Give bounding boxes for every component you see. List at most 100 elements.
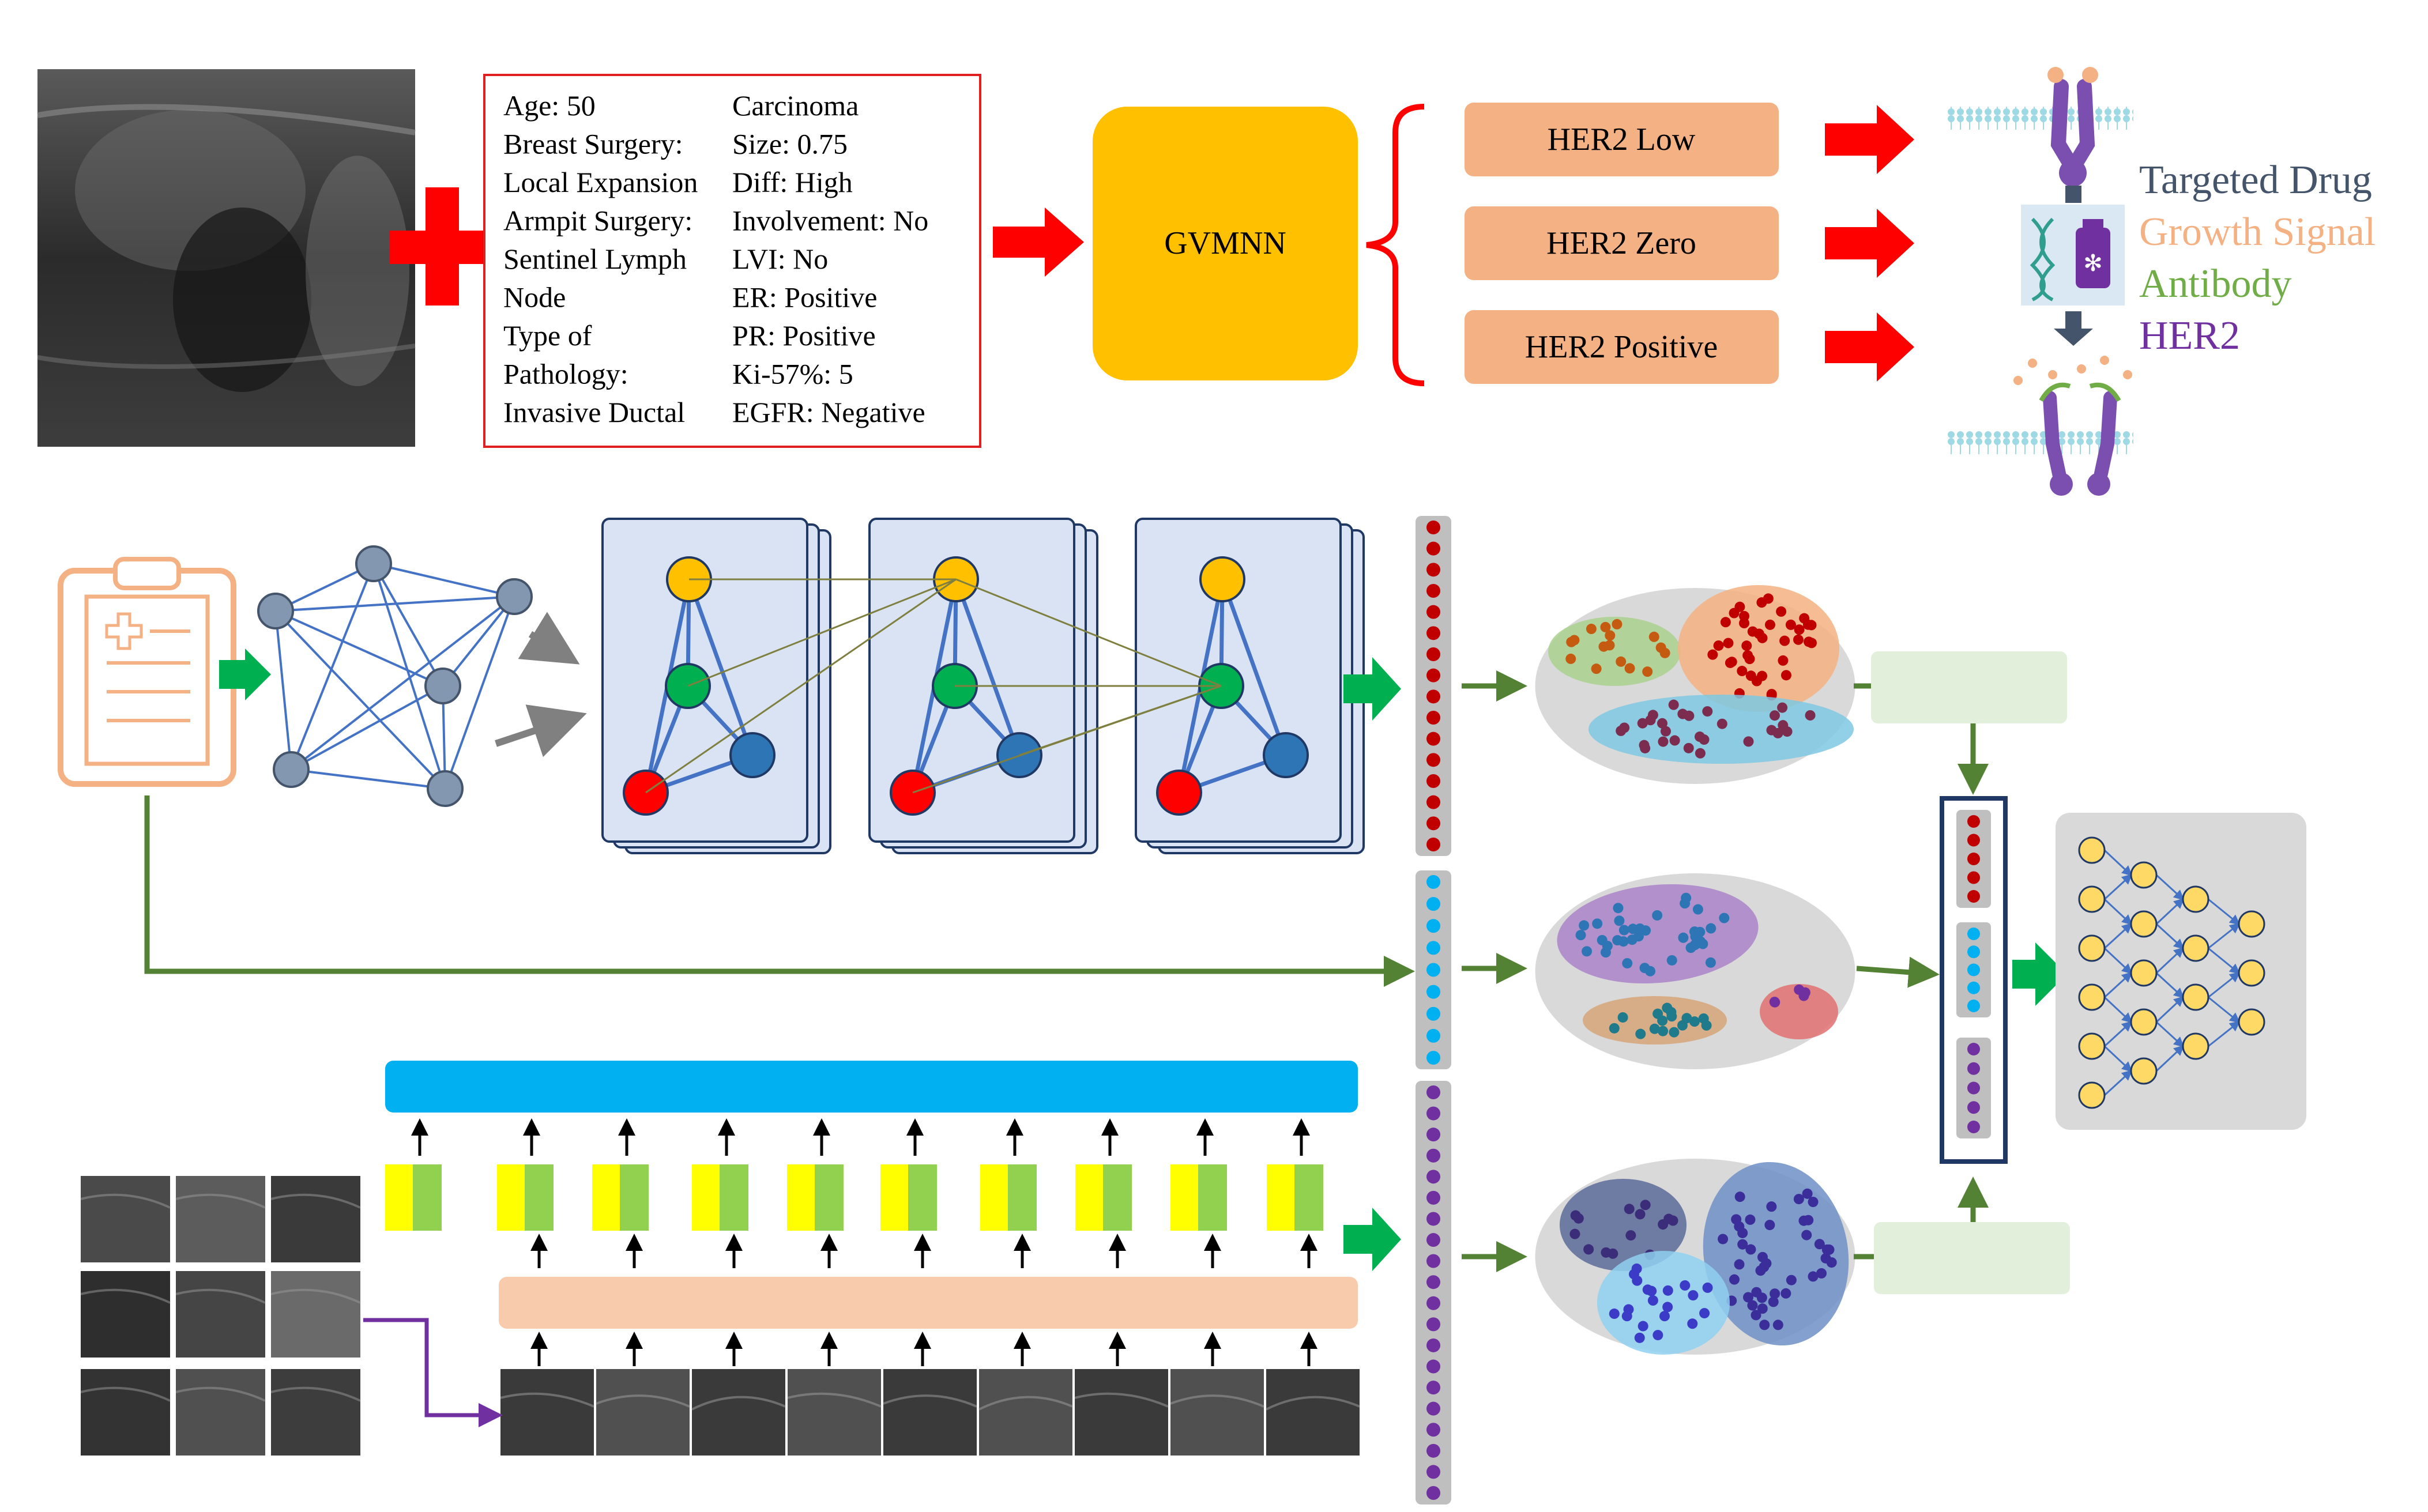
cluster-point [1725, 657, 1736, 668]
cluster-point [1658, 1025, 1669, 1036]
cluster-point [1794, 624, 1805, 635]
cluster-point [1751, 676, 1762, 687]
cluster-point [1601, 1247, 1612, 1258]
token-green [413, 1164, 442, 1231]
green-arrow-tokens [1343, 1208, 1401, 1271]
cluster-point [1745, 1244, 1756, 1255]
clinical-value: Carcinoma [732, 89, 859, 122]
cluster-point [1751, 1310, 1761, 1321]
mlp-neuron [2130, 959, 2158, 987]
vector-dot [1426, 1051, 1440, 1065]
vector-dot [1426, 1128, 1440, 1142]
fused-dot [1967, 1062, 1980, 1075]
her2-receptor-top-icon [2047, 67, 2098, 187]
vector-dot [1426, 774, 1440, 788]
strip-patch [1266, 1369, 1360, 1456]
vector-dot [1426, 1317, 1440, 1332]
mlp-neuron [2182, 983, 2209, 1011]
cluster-point [1716, 718, 1727, 729]
legend-item: HER2 [2139, 314, 2240, 358]
mlp-neuron [2238, 1008, 2265, 1036]
cluster-point [1624, 1204, 1635, 1215]
token-pair [385, 1118, 442, 1231]
cluster-point [1766, 1201, 1777, 1212]
purple-arrow [363, 1318, 503, 1427]
gnn-layers [601, 518, 1365, 854]
fused-dot [1967, 981, 1980, 994]
cluster-point [1699, 1308, 1710, 1319]
token-yellow [880, 1164, 909, 1231]
cluster-point [1769, 997, 1780, 1008]
graph-edge [275, 610, 443, 687]
cluster-point [1602, 940, 1613, 951]
cluster-point [1647, 710, 1658, 721]
graph-node [427, 770, 464, 807]
token-yellow [980, 1164, 1009, 1231]
cluster-point [1605, 630, 1616, 641]
token-yellow [497, 1164, 526, 1231]
vector-dot [1426, 753, 1440, 767]
token-yellow [1075, 1164, 1104, 1231]
vector-dot [1426, 1106, 1440, 1121]
cluster-point [1720, 617, 1731, 628]
graph-edge [290, 563, 375, 770]
cluster-point [1745, 1214, 1756, 1225]
vector-dot [1426, 1006, 1440, 1021]
graph-edge [444, 596, 515, 789]
message-edge [955, 578, 1222, 687]
vector-dot [1426, 1190, 1440, 1205]
svg-text:✻: ✻ [2083, 250, 2103, 276]
cluster-point [1646, 1285, 1657, 1296]
legend-item: Growth Signal [2139, 210, 2376, 254]
cluster-point [1586, 624, 1597, 635]
cluster-point [1768, 1296, 1779, 1307]
vector-dot [1426, 985, 1440, 999]
image-patch [80, 1176, 171, 1262]
token-green [1294, 1164, 1323, 1231]
vector-dot [1426, 521, 1440, 534]
cluster-point [1793, 1194, 1804, 1205]
cluster-point [1635, 1209, 1646, 1220]
cluster-point [1743, 1292, 1754, 1303]
cluster-point [1668, 699, 1679, 710]
her2-output-box: HER2 Low [1465, 103, 1779, 176]
mlp-neuron [2238, 959, 2265, 987]
cluster-point [1824, 1244, 1835, 1255]
clipboard-icon [58, 557, 236, 787]
cluster-point [1694, 732, 1705, 742]
vector-dot [1426, 838, 1440, 851]
green-arrow-gnn [1343, 657, 1401, 721]
vector-dot [1426, 1359, 1440, 1374]
cluster-point [1742, 650, 1753, 661]
strip-patch [691, 1369, 786, 1456]
vector-dot [1426, 919, 1440, 933]
cluster-point [1779, 635, 1790, 646]
vector-dot [1426, 1254, 1440, 1268]
cluster-point [1719, 913, 1730, 923]
vector-dot [1426, 605, 1440, 619]
vector-dot [1426, 541, 1440, 556]
plus-icon [389, 187, 496, 306]
cluster-point [1583, 1244, 1594, 1255]
token-pair [1170, 1118, 1227, 1366]
cluster-point [1734, 1259, 1745, 1270]
output-box-bg [1465, 103, 1779, 176]
output-arrows [1825, 105, 1914, 382]
cluster-point [1622, 958, 1633, 969]
clinical-raw-vector [1416, 870, 1451, 1069]
vector-dot [1426, 626, 1440, 640]
cluster-point [1633, 931, 1644, 942]
fused-dot [1967, 945, 1980, 959]
clinical-field: Local Expansion [503, 166, 698, 198]
fused-dot [1967, 871, 1980, 884]
cluster-point [1659, 647, 1670, 658]
arrow-to-model [993, 208, 1084, 277]
vector-dot [1426, 711, 1440, 725]
cluster-point [1640, 1200, 1651, 1211]
vector-dot [1426, 816, 1440, 831]
ultrasound-image [37, 69, 416, 447]
mlp-neuron [2182, 1032, 2209, 1060]
token-yellow [592, 1164, 621, 1231]
her2-drug-illustration: ✻ [1946, 67, 2133, 496]
